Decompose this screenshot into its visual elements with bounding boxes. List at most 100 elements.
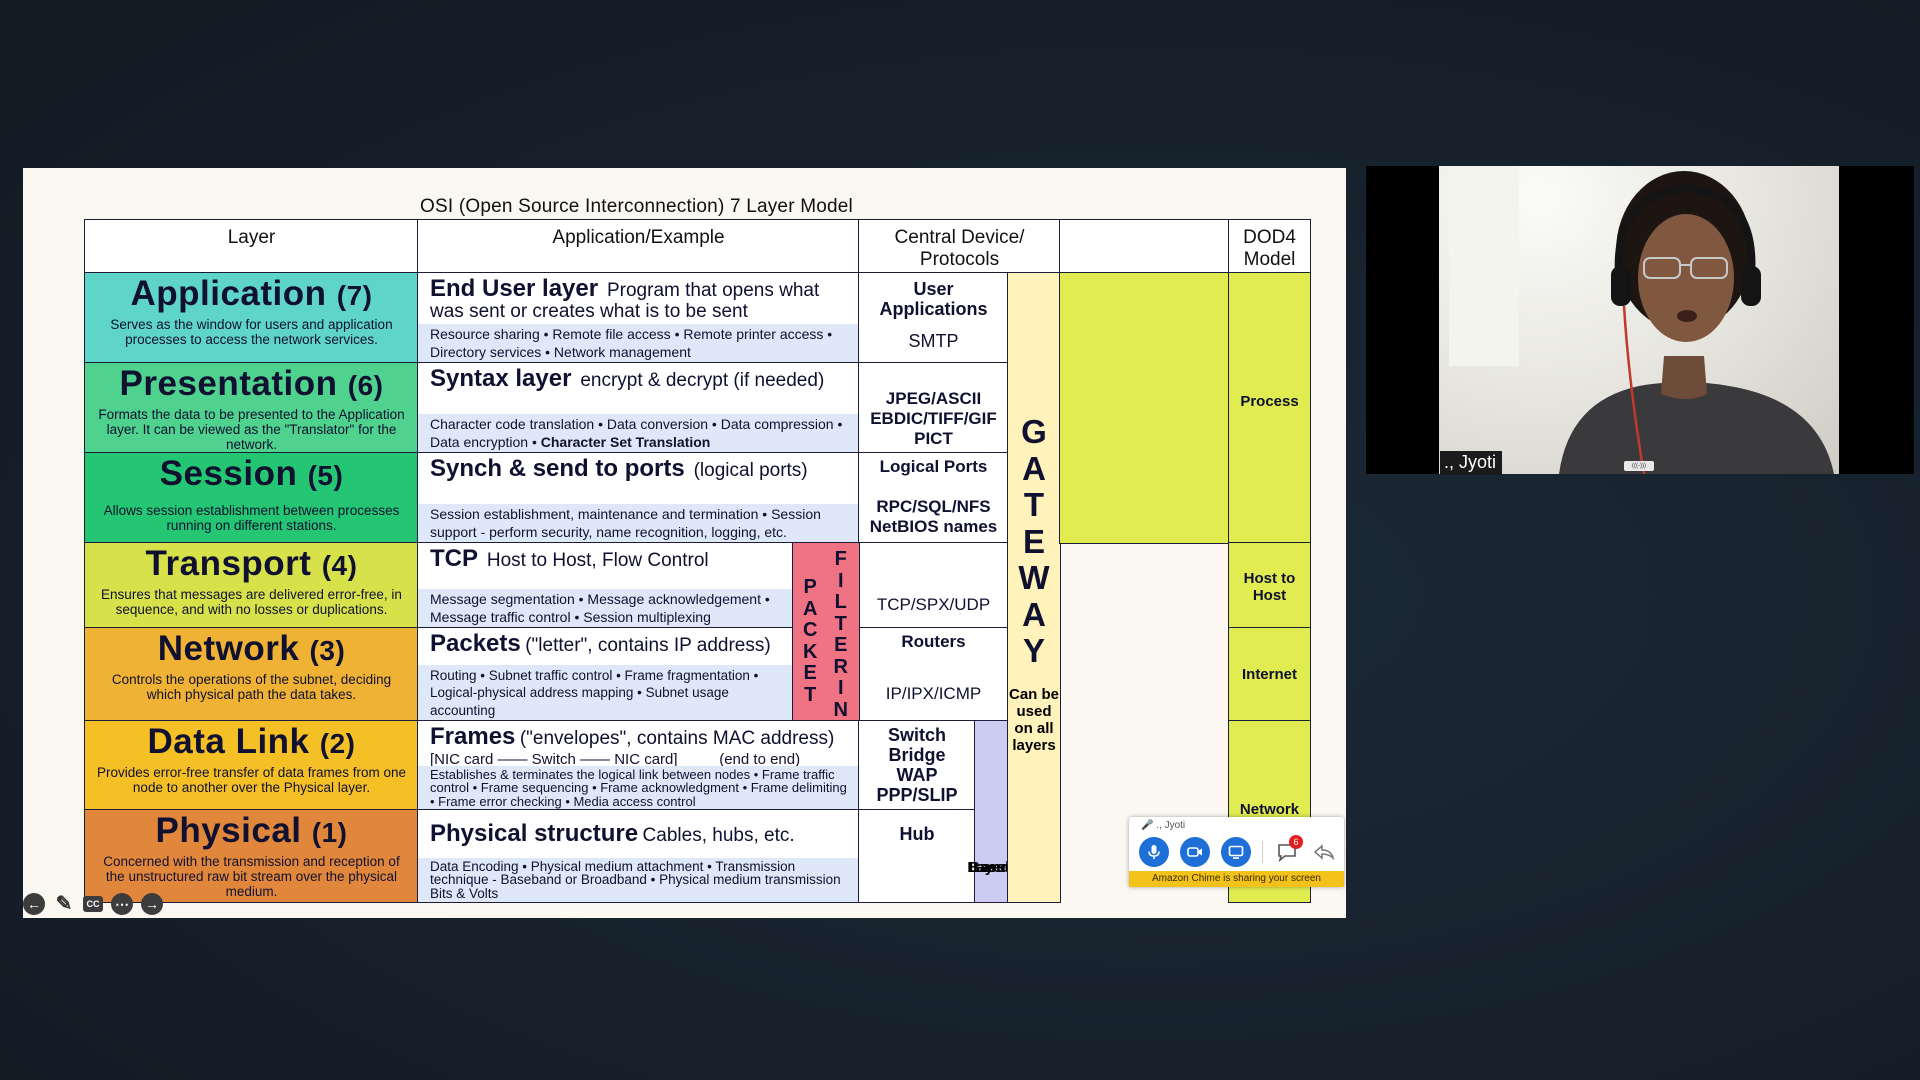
- app-detail: Establishes & terminates the logical lin…: [418, 765, 859, 810]
- app-physical: Physical structure Cables, hubs, etc. Da…: [417, 809, 860, 903]
- video-button[interactable]: [1180, 837, 1210, 867]
- app-transport: TCP Host to Host, Flow Control Message s…: [417, 542, 794, 629]
- layer-name-text: Session: [159, 454, 298, 493]
- osi-table: Layer Application/Example Central Device…: [84, 219, 1311, 903]
- layer-name-text: Network: [157, 629, 300, 668]
- packet-letter: T: [804, 683, 817, 706]
- device-text: Logical Ports: [879, 457, 988, 476]
- gateway-letter: W: [1018, 559, 1050, 596]
- face: [1638, 214, 1734, 342]
- app-title-sub: Cables, hubs, etc.: [642, 825, 795, 846]
- leave-button[interactable]: [1311, 839, 1337, 865]
- gateway-letter: Y: [1022, 632, 1045, 669]
- app-title-sub: Host to Host, Flow Control: [486, 550, 709, 571]
- shared-slide: OSI (Open Source Interconnection) 7 Laye…: [23, 168, 1346, 918]
- layer-desc: Serves as the window for users and appli…: [110, 317, 393, 347]
- cc-button[interactable]: CC: [83, 896, 103, 912]
- layer-number: (5): [307, 460, 344, 491]
- app-session: Synch & send to ports (logical ports) Se…: [417, 452, 860, 544]
- pen-icon[interactable]: ✎: [55, 893, 73, 915]
- app-title-sub: ("letter", contains IP address): [525, 635, 771, 656]
- mini-separator: [1262, 841, 1263, 863]
- app-detail: Session establishment, maintenance and t…: [418, 504, 859, 543]
- app-title: Frames ("envelopes", contains MAC addres…: [430, 725, 853, 750]
- arrow-left-icon[interactable]: ←: [23, 893, 45, 915]
- app-title: Syntax layer encrypt & decrypt (if neede…: [430, 367, 853, 392]
- app-detail: Message segmentation • Message acknowled…: [418, 589, 793, 628]
- device-text: Hub: [899, 824, 935, 844]
- glasses-right: [1690, 257, 1728, 279]
- meeting-control-bar: 🎤 ., Jyoti 6: [1129, 817, 1344, 887]
- land-based-line: Based: [968, 859, 1015, 876]
- device-data-link: Switch Bridge WAP PPP/SLIP: [858, 720, 976, 811]
- layer-name: Transport (4): [85, 545, 418, 585]
- app-title-bold: Packets: [430, 630, 521, 657]
- layer-name: Physical (1): [85, 812, 418, 852]
- app-detail-bold: Character Set Translation: [540, 433, 711, 450]
- gateway-letter: A: [1022, 595, 1046, 633]
- layer-desc: Ensures that messages are delivered erro…: [101, 587, 402, 617]
- mic-small-icon: 🎤: [1141, 820, 1154, 831]
- header-device: Central Device/Protocols: [858, 219, 1061, 274]
- layer-session: Session (5) Allows session establishment…: [84, 452, 419, 544]
- mouth: [1677, 310, 1697, 322]
- device-text: NetBIOS names: [869, 517, 998, 536]
- land-based-line: Layers: [967, 859, 1016, 876]
- screen-share-button[interactable]: [1221, 837, 1251, 867]
- dod-host-text: Host to: [1243, 570, 1296, 587]
- layer-name-text: Presentation: [119, 364, 338, 403]
- layer-desc: Controls the operations of the subnet, d…: [111, 672, 392, 702]
- filtering-letter: E: [834, 634, 848, 656]
- participant-video-tile[interactable]: ., Jyoti (((-))): [1366, 166, 1914, 475]
- app-title-sub: Program that opens what was sent or crea…: [430, 280, 820, 322]
- app-title: Physical structure Cables, hubs, etc.: [430, 822, 853, 847]
- packet-letter: C: [803, 619, 818, 641]
- app-title-line2: [NIC card —— Switch —— NIC card] (end to…: [430, 751, 801, 768]
- app-title-sub: ("envelopes", contains MAC address): [519, 728, 835, 749]
- layer-number: (1): [311, 817, 348, 848]
- device-text: IP/IPX/ICMP: [885, 684, 982, 703]
- layer-name-text: Data Link: [147, 722, 310, 761]
- device-text: PICT: [914, 429, 953, 448]
- headset-cable: [1622, 305, 1646, 474]
- ellipsis-icon[interactable]: ⋯: [111, 893, 133, 915]
- layer-number: (6): [347, 370, 384, 401]
- app-detail: Data Encoding • Physical medium attachme…: [418, 857, 859, 902]
- header-layer: Layer: [84, 219, 419, 274]
- slide-title: OSI (Open Source Interconnection) 7 Laye…: [420, 196, 853, 217]
- packet-letter: E: [803, 662, 817, 684]
- dod-process-text: Process: [1240, 393, 1299, 410]
- layer-desc: Allows session establishment between pro…: [103, 503, 400, 533]
- glasses-left: [1643, 257, 1681, 279]
- slide-controls: ← ✎ CC ⋯ →: [23, 893, 163, 915]
- layer-name: Data Link (2): [85, 723, 418, 763]
- dod-network-text: Network: [1239, 801, 1300, 818]
- layer-name: Presentation (6): [85, 365, 418, 405]
- screen-share-icon: [1228, 845, 1244, 859]
- dod-process: Process: [1228, 272, 1311, 544]
- device-text: User: [913, 279, 954, 299]
- device-application: User Applications SMTP: [858, 272, 1009, 364]
- header-layer-text: Layer: [227, 227, 276, 248]
- gateway-letter: T: [1023, 486, 1045, 523]
- packet-letter: A: [803, 597, 818, 620]
- mini-attendee: 🎤 ., Jyoti: [1141, 820, 1185, 831]
- layer-network: Network (3) Controls the operations of t…: [84, 627, 419, 722]
- layer-number: (7): [336, 280, 373, 311]
- mute-button[interactable]: [1139, 837, 1169, 867]
- gateway-note-line: Can be: [1008, 686, 1059, 703]
- chat-count-badge: 6: [1289, 835, 1303, 849]
- filtering-letter: I: [838, 677, 844, 699]
- arrow-right-icon[interactable]: →: [141, 893, 163, 915]
- gateway-letter: A: [1022, 449, 1046, 487]
- layer-number: (2): [319, 728, 356, 759]
- dod-internet: Internet: [1228, 627, 1311, 722]
- background-door: [1449, 166, 1519, 366]
- app-title-sub: (logical ports): [693, 460, 808, 481]
- chat-button[interactable]: 6: [1274, 835, 1303, 865]
- layer-desc: Formats the data to be presented to the …: [98, 407, 405, 452]
- app-detail: Character code translation • Data conver…: [418, 414, 859, 453]
